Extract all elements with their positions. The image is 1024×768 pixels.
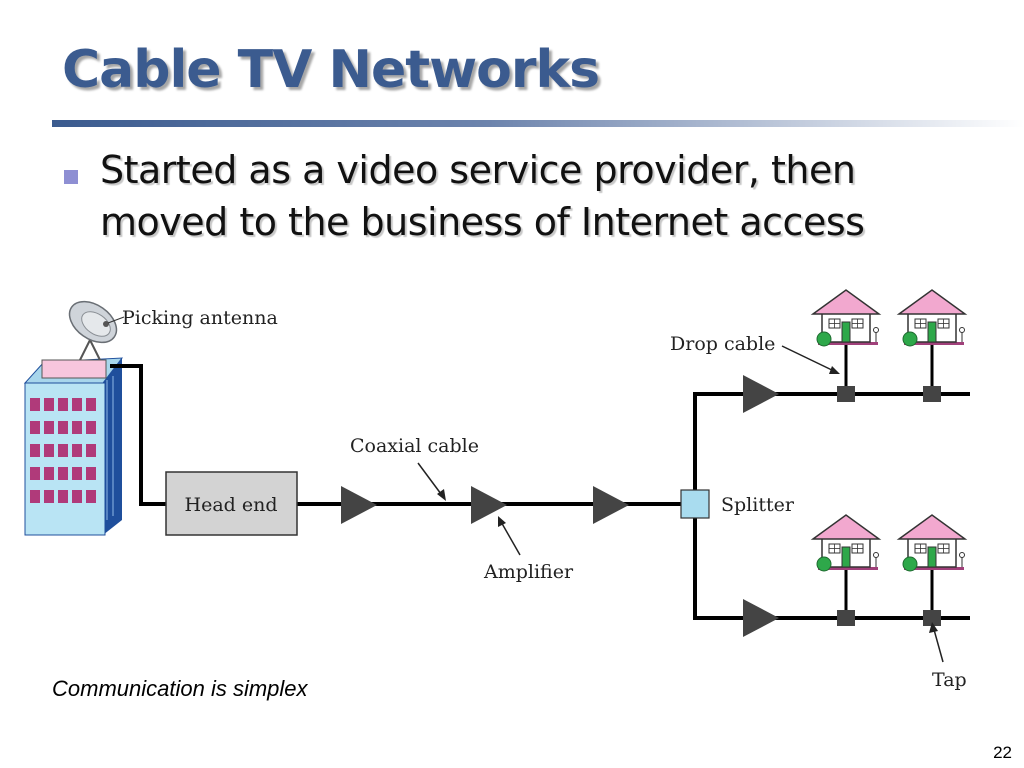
title-rule — [52, 120, 1024, 127]
satellite-dish-icon — [68, 300, 125, 361]
tap-box — [837, 610, 855, 626]
tap-label: Tap — [932, 669, 967, 691]
coaxial-cable-label: Coaxial cable — [350, 435, 479, 457]
slide-title: Cable TV Networks — [62, 40, 600, 100]
amplifier-icon — [593, 486, 629, 524]
amplifier-icon — [341, 486, 377, 524]
amplifier-label: Amplifier — [483, 561, 574, 583]
upper-branch-line — [693, 392, 970, 490]
house-icon — [812, 514, 880, 572]
splitter-label: Splitter — [721, 494, 795, 516]
house-icon — [898, 514, 966, 572]
amplifier-icon — [743, 375, 779, 413]
amplifier-icon — [743, 599, 779, 637]
house-icon — [898, 289, 966, 347]
head-end-label: Head end — [185, 494, 278, 516]
drop-cable-label: Drop cable — [670, 333, 775, 355]
antenna-label: Picking antenna — [122, 307, 278, 329]
antenna-feed-line — [110, 364, 166, 506]
lower-branch-line — [693, 518, 970, 620]
head-end-box — [165, 471, 298, 536]
amplifier-icon — [471, 486, 507, 524]
tap-box — [837, 386, 855, 402]
tap-box — [923, 610, 941, 626]
splitter-box — [680, 489, 710, 519]
simplex-note: Communication is simplex — [52, 676, 308, 701]
page-number: 22 — [993, 743, 1012, 762]
tap-box — [923, 386, 941, 402]
bullet-square-icon — [64, 170, 78, 184]
building-icon — [23, 357, 124, 536]
bullet-text: Started as a video service provider, the… — [100, 148, 865, 244]
house-icon — [812, 289, 880, 347]
pointer-arrows — [417, 345, 944, 663]
